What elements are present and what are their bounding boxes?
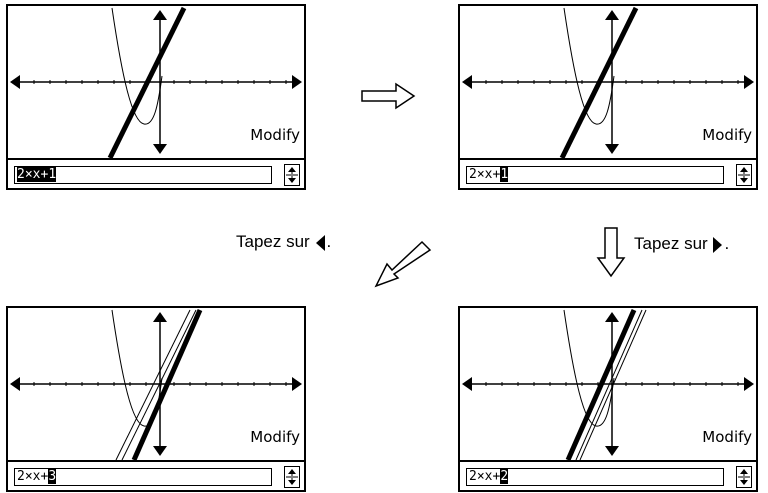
x-axis-left-arrow	[462, 75, 472, 89]
caption-tap-right-text: Tapez sur	[634, 234, 708, 253]
line-graph-bold	[559, 6, 639, 158]
expression-prefix: 2×x+	[17, 167, 49, 182]
triangle-left-icon	[316, 234, 326, 251]
spin-button[interactable]	[736, 164, 752, 186]
caption-tap-right-period: .	[724, 234, 730, 253]
x-axis-left-arrow	[10, 75, 20, 89]
expression-prefix: 2×x+	[17, 469, 49, 484]
y-axis-down-arrow	[153, 144, 167, 154]
expression-digit: 1	[500, 167, 509, 182]
separator	[460, 158, 756, 160]
line-graph-bold	[107, 6, 187, 158]
x-axis-ticks	[33, 382, 287, 386]
modify-label: Modify	[250, 126, 300, 144]
spin-button[interactable]	[284, 466, 300, 488]
graph-area	[10, 308, 302, 460]
line-graph-bold	[131, 308, 203, 460]
modify-label: Modify	[702, 126, 752, 144]
caption-tap-left: Tapez sur .	[236, 232, 331, 252]
y-axis-up-arrow	[605, 10, 619, 20]
y-axis-up-arrow	[153, 312, 167, 322]
x-axis-ticks	[485, 382, 739, 386]
arrow-down-icon	[596, 227, 626, 278]
calculator-screen-decrement: Modify 2×x+3	[6, 306, 306, 492]
expression-entry[interactable]: 2×x+2	[466, 468, 724, 486]
spin-button[interactable]	[736, 466, 752, 488]
separator	[460, 460, 756, 462]
caption-tap-left-period: .	[326, 232, 332, 251]
parabola-curve	[111, 7, 163, 125]
separator	[8, 158, 304, 160]
spin-arrows-icon	[738, 469, 750, 485]
expression-prefix: 2×x+	[469, 469, 501, 484]
x-axis-left-arrow	[462, 377, 472, 391]
x-axis-right-arrow	[292, 75, 302, 89]
expression-digit: 1	[48, 167, 57, 182]
y-axis-down-arrow	[153, 446, 167, 456]
expression-digit: 3	[48, 469, 57, 484]
arrow-down-left-icon	[374, 240, 432, 288]
graph-area	[462, 6, 754, 158]
modify-label: Modify	[250, 428, 300, 446]
spin-button[interactable]	[284, 164, 300, 186]
expression-digit: 2	[500, 469, 509, 484]
x-axis-right-arrow	[292, 377, 302, 391]
y-axis-up-arrow	[605, 312, 619, 322]
calculator-screen-cursor: Modify 2×x+1	[458, 4, 758, 190]
caption-tap-right: Tapez sur .	[634, 234, 729, 254]
separator	[8, 460, 304, 462]
graph-area	[10, 6, 302, 158]
x-axis-right-arrow	[744, 75, 754, 89]
expression-entry[interactable]: 2×x+1	[466, 166, 724, 184]
line-graph-previous	[575, 309, 643, 460]
line-graph-previous	[579, 309, 647, 460]
x-axis-left-arrow	[10, 377, 20, 391]
triangle-right-icon	[713, 236, 723, 253]
expression-entry[interactable]: 2×x+1	[14, 166, 272, 184]
spin-arrows-icon	[738, 167, 750, 183]
x-axis-right-arrow	[744, 377, 754, 391]
spin-arrows-icon	[286, 167, 298, 183]
calculator-screen-initial: Modify 2×x+1	[6, 4, 306, 190]
spin-arrows-icon	[286, 469, 298, 485]
line-graph-previous	[115, 309, 191, 460]
y-axis-up-arrow	[153, 10, 167, 20]
y-axis-down-arrow	[605, 144, 619, 154]
modify-label: Modify	[702, 428, 752, 446]
parabola-curve	[563, 7, 615, 125]
caption-tap-left-text: Tapez sur	[236, 232, 310, 251]
graph-area	[462, 308, 754, 460]
line-graph-bold	[565, 308, 637, 460]
calculator-screen-increment: Modify 2×x+2	[458, 306, 758, 492]
parabola-curve	[563, 309, 615, 427]
line-graph-previous	[121, 309, 197, 460]
arrow-right-icon	[361, 82, 416, 110]
expression-prefix: 2×x+	[469, 167, 501, 182]
expression-entry[interactable]: 2×x+3	[14, 468, 272, 486]
y-axis-down-arrow	[605, 446, 619, 456]
